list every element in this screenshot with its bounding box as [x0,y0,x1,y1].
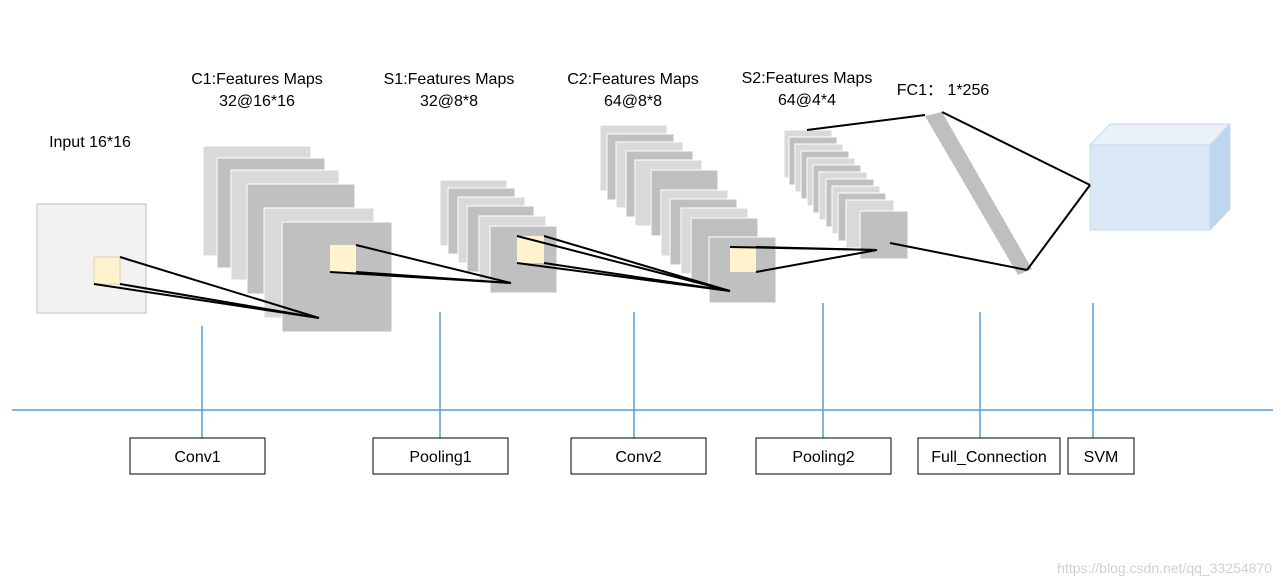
conv1-box: Conv1 [129,437,266,475]
full-connection-box: Full_Connection [917,437,1061,475]
timeline [12,303,1273,438]
c1-patch [330,245,356,272]
c1-title: C1:Features Maps [191,71,323,88]
conv2-box: Conv2 [570,437,707,475]
svm-box: SVM [1067,437,1135,475]
pooling2-label: Pooling2 [792,449,854,466]
full-connection-label: Full_Connection [931,449,1047,466]
c2-title: C2:Features Maps [567,71,699,88]
s1-feature-maps: S1:Features Maps 32@8*8 [384,71,558,294]
watermark: https://blog.csdn.net/qq_33254870 [1057,560,1272,576]
c1-size: 32@16*16 [219,93,295,110]
c2-feature-maps: C2:Features Maps 64@8*8 [567,71,777,304]
operation-boxes: Conv1 Pooling1 Conv2 Pooling2 Full_Conne… [129,437,1135,475]
s1-title: S1:Features Maps [384,71,515,88]
c2-size: 64@8*8 [604,93,662,110]
c2-patch [730,247,756,272]
s1-size: 32@8*8 [420,93,478,110]
input-label: Input 16*16 [49,134,131,151]
s2-feature-maps: S2:Features Maps 64@4*4 [742,70,909,260]
svm-label: SVM [1084,449,1119,466]
s2-title: S2:Features Maps [742,70,873,87]
c1-feature-maps: C1:Features Maps 32@16*16 [191,71,393,333]
s2-size: 64@4*4 [778,92,836,109]
conv1-label: Conv1 [174,449,220,466]
connection-lines [93,111,1091,319]
pooling2-box: Pooling2 [755,437,892,475]
svm-cube [1088,122,1232,232]
fc1-layer: FC1： 1*256 [897,82,1032,275]
input-patch [93,256,121,285]
conv2-label: Conv2 [615,449,661,466]
pooling1-label: Pooling1 [409,449,471,466]
pooling1-box: Pooling1 [372,437,509,475]
fc1-title: FC1： 1*256 [897,82,990,99]
